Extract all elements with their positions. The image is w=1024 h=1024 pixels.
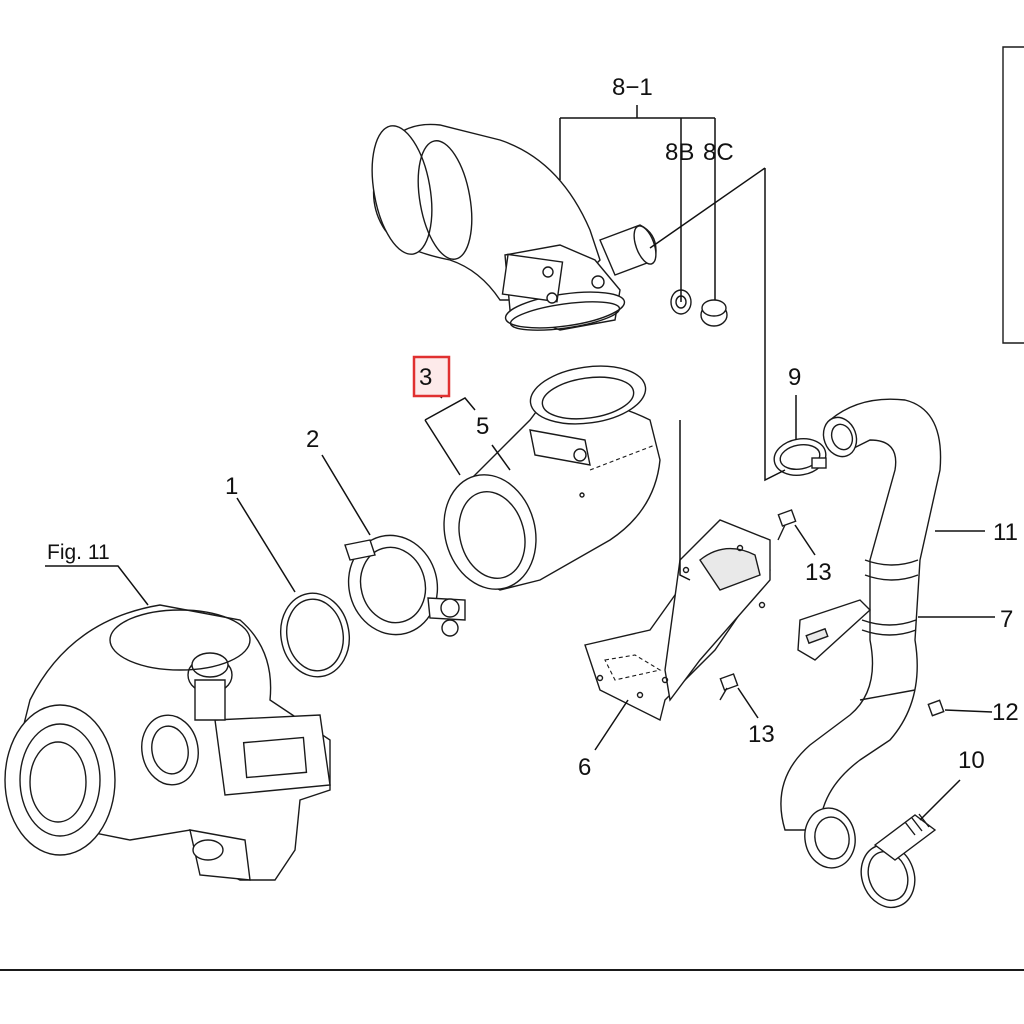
- callout-9: 9: [788, 364, 801, 391]
- leader-fig11: [45, 565, 149, 606]
- callout-13-lower: 13: [748, 721, 775, 748]
- highlight-box-3: [412, 355, 451, 398]
- callout-8b: 8B: [665, 139, 694, 166]
- band-7: [797, 599, 872, 661]
- leader-6: [594, 699, 629, 751]
- upper-elbow-duct: [371, 123, 657, 331]
- bolt-13-lower: [719, 673, 739, 701]
- leader-2: [321, 454, 371, 536]
- bracket: [584, 519, 771, 722]
- callout-2: 2: [306, 426, 319, 453]
- callout-8-1: 8−1: [612, 74, 653, 101]
- leader-3: [424, 389, 476, 476]
- callout-3: 3: [419, 364, 432, 391]
- v-band-clamp: [344, 534, 466, 637]
- callout-8c: 8C: [703, 139, 734, 166]
- hose: [780, 398, 942, 869]
- gasket-ring: [280, 592, 350, 678]
- leader-13-upper: [794, 524, 816, 556]
- plug-8c: [700, 299, 728, 327]
- leader-5: [491, 444, 511, 471]
- figure-reference: Fig. 11: [47, 541, 110, 564]
- bolt-13-upper: [777, 509, 797, 541]
- callout-11: 11: [993, 519, 1018, 546]
- leader-10: [919, 779, 961, 821]
- leader-1: [236, 497, 296, 593]
- callout-12: 12: [992, 699, 1019, 726]
- bolt-12: [927, 699, 945, 717]
- leader-8-1: [559, 105, 715, 180]
- callout-7: 7: [1000, 606, 1013, 633]
- turbocharger: [4, 604, 331, 881]
- middle-elbow: [443, 365, 661, 591]
- callout-13-upper: 13: [805, 559, 832, 586]
- leader-13-lower: [737, 687, 759, 719]
- callout-5: 5: [476, 413, 489, 440]
- callout-10: 10: [958, 747, 985, 774]
- frame-box: [1002, 46, 1024, 344]
- hose-clamp-9: [773, 438, 827, 476]
- callout-6: 6: [578, 754, 591, 781]
- callout-1: 1: [225, 473, 238, 500]
- hose-clamp-10: [860, 813, 937, 909]
- leader-12: [944, 709, 993, 713]
